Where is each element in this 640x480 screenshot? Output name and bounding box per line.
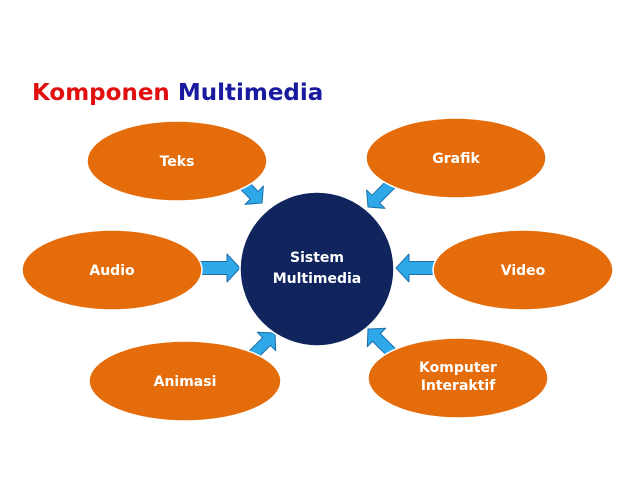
node-label-audio: Audio bbox=[89, 263, 135, 279]
node-video: Video bbox=[432, 229, 614, 311]
node-audio: Audio bbox=[21, 229, 203, 311]
node-grafik: Grafik bbox=[365, 117, 547, 199]
arrow-audio-to-hub bbox=[198, 253, 241, 283]
hub-node: Sistem Multimedia bbox=[239, 191, 395, 347]
slide-title: Komponen Multimedia bbox=[32, 78, 323, 108]
node-teks: Teks bbox=[86, 120, 268, 202]
node-label-animasi: Animasi bbox=[154, 374, 217, 390]
title-word-multimedia: Multimedia bbox=[177, 80, 324, 106]
arrow-video-to-hub bbox=[395, 253, 438, 283]
node-label-teks: Teks bbox=[160, 154, 195, 170]
title-word-komponen: Komponen bbox=[32, 80, 170, 106]
node-label-video: Video bbox=[501, 263, 546, 279]
node-animasi: Animasi bbox=[88, 340, 282, 422]
hub-label-line2: Multimedia bbox=[273, 271, 362, 287]
node-komputer-interaktif: Komputer Interaktif bbox=[367, 337, 549, 419]
node-label-interaktif: Interaktif bbox=[421, 378, 497, 394]
node-label-komputer: Komputer bbox=[419, 360, 497, 376]
node-label-grafik: Grafik bbox=[432, 151, 480, 167]
hub-label-line1: Sistem bbox=[290, 250, 344, 266]
